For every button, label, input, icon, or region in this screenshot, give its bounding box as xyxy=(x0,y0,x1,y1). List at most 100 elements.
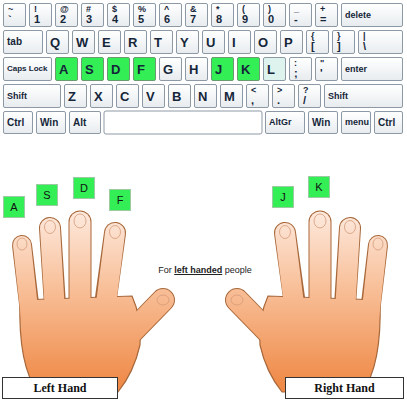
key-letter: Y xyxy=(180,36,189,49)
key-letter: R xyxy=(128,36,137,49)
key-letter: T xyxy=(154,36,162,49)
keyboard-key: Shift xyxy=(324,84,403,108)
key-symbol: \ xyxy=(363,41,366,52)
finger-label: J xyxy=(272,186,294,208)
key-symbol: = xyxy=(320,14,326,25)
keyboard-key: *8 xyxy=(211,3,234,27)
shift-symbol: ^ xyxy=(164,5,169,14)
keyboard-key: ?/ xyxy=(298,84,321,108)
key-symbol: 0 xyxy=(268,14,274,25)
space-bar xyxy=(104,111,262,134)
shift-symbol: @ xyxy=(60,5,69,14)
keyboard-key: Y xyxy=(176,30,199,54)
home-row-key: D xyxy=(107,57,130,81)
finger-letter: A xyxy=(10,202,17,213)
key-name: delete xyxy=(345,11,371,20)
finger-label: F xyxy=(109,189,131,211)
keyboard-key: !1 xyxy=(29,3,52,27)
key-letter: G xyxy=(163,63,173,76)
keyboard-key: W xyxy=(72,30,95,54)
finger-letter: F xyxy=(117,195,124,206)
key-letter: F xyxy=(137,63,145,76)
shift-symbol: $ xyxy=(112,5,117,14)
keyboard-key: %5 xyxy=(133,3,156,27)
note-text: people xyxy=(225,266,252,275)
keyboard-key: Q xyxy=(46,30,69,54)
keyboard-key: N xyxy=(194,84,217,108)
shift-symbol: " xyxy=(320,59,324,68)
key-symbol: . xyxy=(277,95,280,106)
shift-symbol: ) xyxy=(268,5,271,14)
keyboard-key: enter xyxy=(341,57,403,81)
key-letter: Z xyxy=(68,90,76,103)
key-name: enter xyxy=(345,65,367,74)
key-symbol: ' xyxy=(320,68,323,79)
keyboard-key: R xyxy=(124,30,147,54)
home-row-key: J xyxy=(211,57,234,81)
key-name: Ctrl xyxy=(7,118,24,128)
keyboard-key: >. xyxy=(272,84,295,108)
hand-title: Right Hand xyxy=(314,382,374,394)
shift-symbol: # xyxy=(86,5,91,14)
key-symbol: 7 xyxy=(190,14,196,25)
key-name: menu xyxy=(345,118,369,127)
keyboard-key: O xyxy=(254,30,277,54)
key-letter: J xyxy=(215,63,222,76)
keyboard-key: #3 xyxy=(81,3,104,27)
key-symbol: 3 xyxy=(86,14,92,25)
keyboard-key: Win xyxy=(308,111,338,134)
keyboard-key: Shift xyxy=(3,84,61,108)
finger-label: A xyxy=(3,196,25,218)
keyboard-key: C xyxy=(116,84,139,108)
key-name: Shift xyxy=(328,92,348,101)
keyboard-key: _- xyxy=(289,3,312,27)
shift-symbol: ! xyxy=(34,5,37,14)
shift-symbol: > xyxy=(277,86,282,95)
note-box: Forleft handedpeople xyxy=(140,258,270,282)
key-name: Shift xyxy=(7,92,27,101)
note-text: For xyxy=(158,266,172,275)
finger-letter: J xyxy=(280,192,286,203)
shift-symbol: & xyxy=(190,5,197,14)
keyboard-key: Ctrl xyxy=(3,111,33,134)
keyboard-key: G xyxy=(159,57,182,81)
shift-symbol: ? xyxy=(303,86,309,95)
keyboard-key: L xyxy=(263,57,286,81)
shift-symbol: } xyxy=(337,32,341,41)
keyboard-key: AltGr xyxy=(265,111,305,134)
keyboard-key: I xyxy=(228,30,251,54)
keyboard-key: tab xyxy=(3,30,43,54)
shift-symbol: < xyxy=(251,86,256,95)
key-name: tab xyxy=(7,37,22,47)
keyboard-key: Ctrl xyxy=(374,111,403,134)
key-letter: U xyxy=(206,36,215,49)
key-letter: X xyxy=(94,90,103,103)
finger-letter: S xyxy=(43,190,50,201)
home-row-key: A xyxy=(55,57,78,81)
key-symbol: ] xyxy=(337,41,341,52)
keyboard-key: |\ xyxy=(358,30,403,54)
key-name: Win xyxy=(40,118,58,128)
finger-label: K xyxy=(308,176,330,198)
key-symbol: [ xyxy=(311,41,315,52)
keyboard-key: <, xyxy=(246,84,269,108)
key-letter: B xyxy=(172,90,181,103)
shift-symbol: % xyxy=(138,5,146,14)
left-hand-drawing xyxy=(17,214,169,392)
shift-symbol: ( xyxy=(242,5,245,14)
shift-symbol: ~ xyxy=(8,5,13,14)
key-letter: E xyxy=(102,36,111,49)
keyboard-key: B xyxy=(168,84,191,108)
key-symbol: ; xyxy=(294,68,298,79)
key-symbol: 4 xyxy=(112,14,118,25)
finger-label: D xyxy=(73,177,95,199)
keyboard-key: X xyxy=(90,84,113,108)
key-name: AltGr xyxy=(269,118,292,127)
key-letter: N xyxy=(198,90,207,103)
finger-letter: K xyxy=(315,182,322,193)
keyboard-key: $4 xyxy=(107,3,130,27)
finger-label: S xyxy=(36,184,58,206)
key-symbol: , xyxy=(251,95,254,106)
shift-symbol: + xyxy=(320,5,325,14)
